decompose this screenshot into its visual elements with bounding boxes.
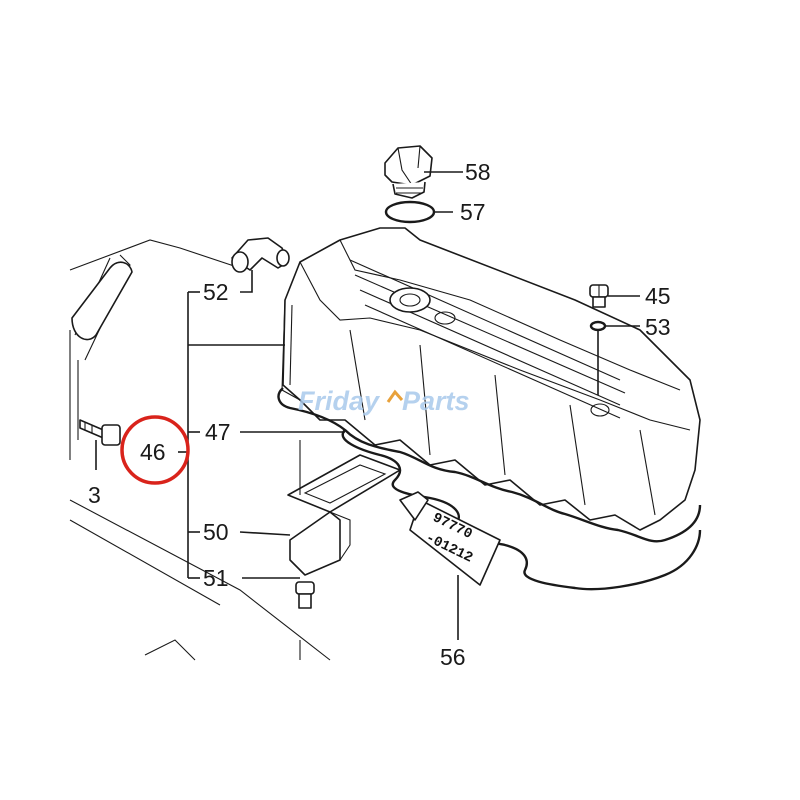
cover-bolt <box>589 284 609 308</box>
callout-56: 56 <box>440 644 466 670</box>
watermark-text-left: Friday <box>298 386 381 416</box>
callout-labels: 58 57 45 53 52 47 46 3 50 51 56 <box>88 159 671 670</box>
oil-filler-cap <box>384 145 433 199</box>
callout-46: 46 <box>140 439 166 465</box>
watermark-mark <box>386 389 404 403</box>
callout-57: 57 <box>460 199 486 225</box>
breather-hose <box>71 261 133 341</box>
cover-gasket <box>277 387 702 543</box>
callout-45: 45 <box>645 283 671 309</box>
callout-51: 51 <box>203 565 229 591</box>
o-ring <box>384 200 436 224</box>
callout-52: 52 <box>203 279 229 305</box>
leader-lines <box>178 171 640 640</box>
bolt-51 <box>295 581 315 609</box>
callout-47: 47 <box>205 419 231 445</box>
callout-53: 53 <box>645 314 671 340</box>
breather-elbow <box>231 237 290 273</box>
valve-cover <box>281 227 701 531</box>
highlight-circle <box>120 415 190 485</box>
callout-50: 50 <box>203 519 229 545</box>
seal-washer <box>589 320 607 332</box>
brand-watermark: Friday Parts <box>298 386 470 416</box>
callout-58: 58 <box>465 159 491 185</box>
watermark-text-right: Parts <box>402 386 470 416</box>
callout-3: 3 <box>88 482 101 508</box>
mounting-plate <box>287 440 401 576</box>
bolt-3 <box>79 419 121 446</box>
